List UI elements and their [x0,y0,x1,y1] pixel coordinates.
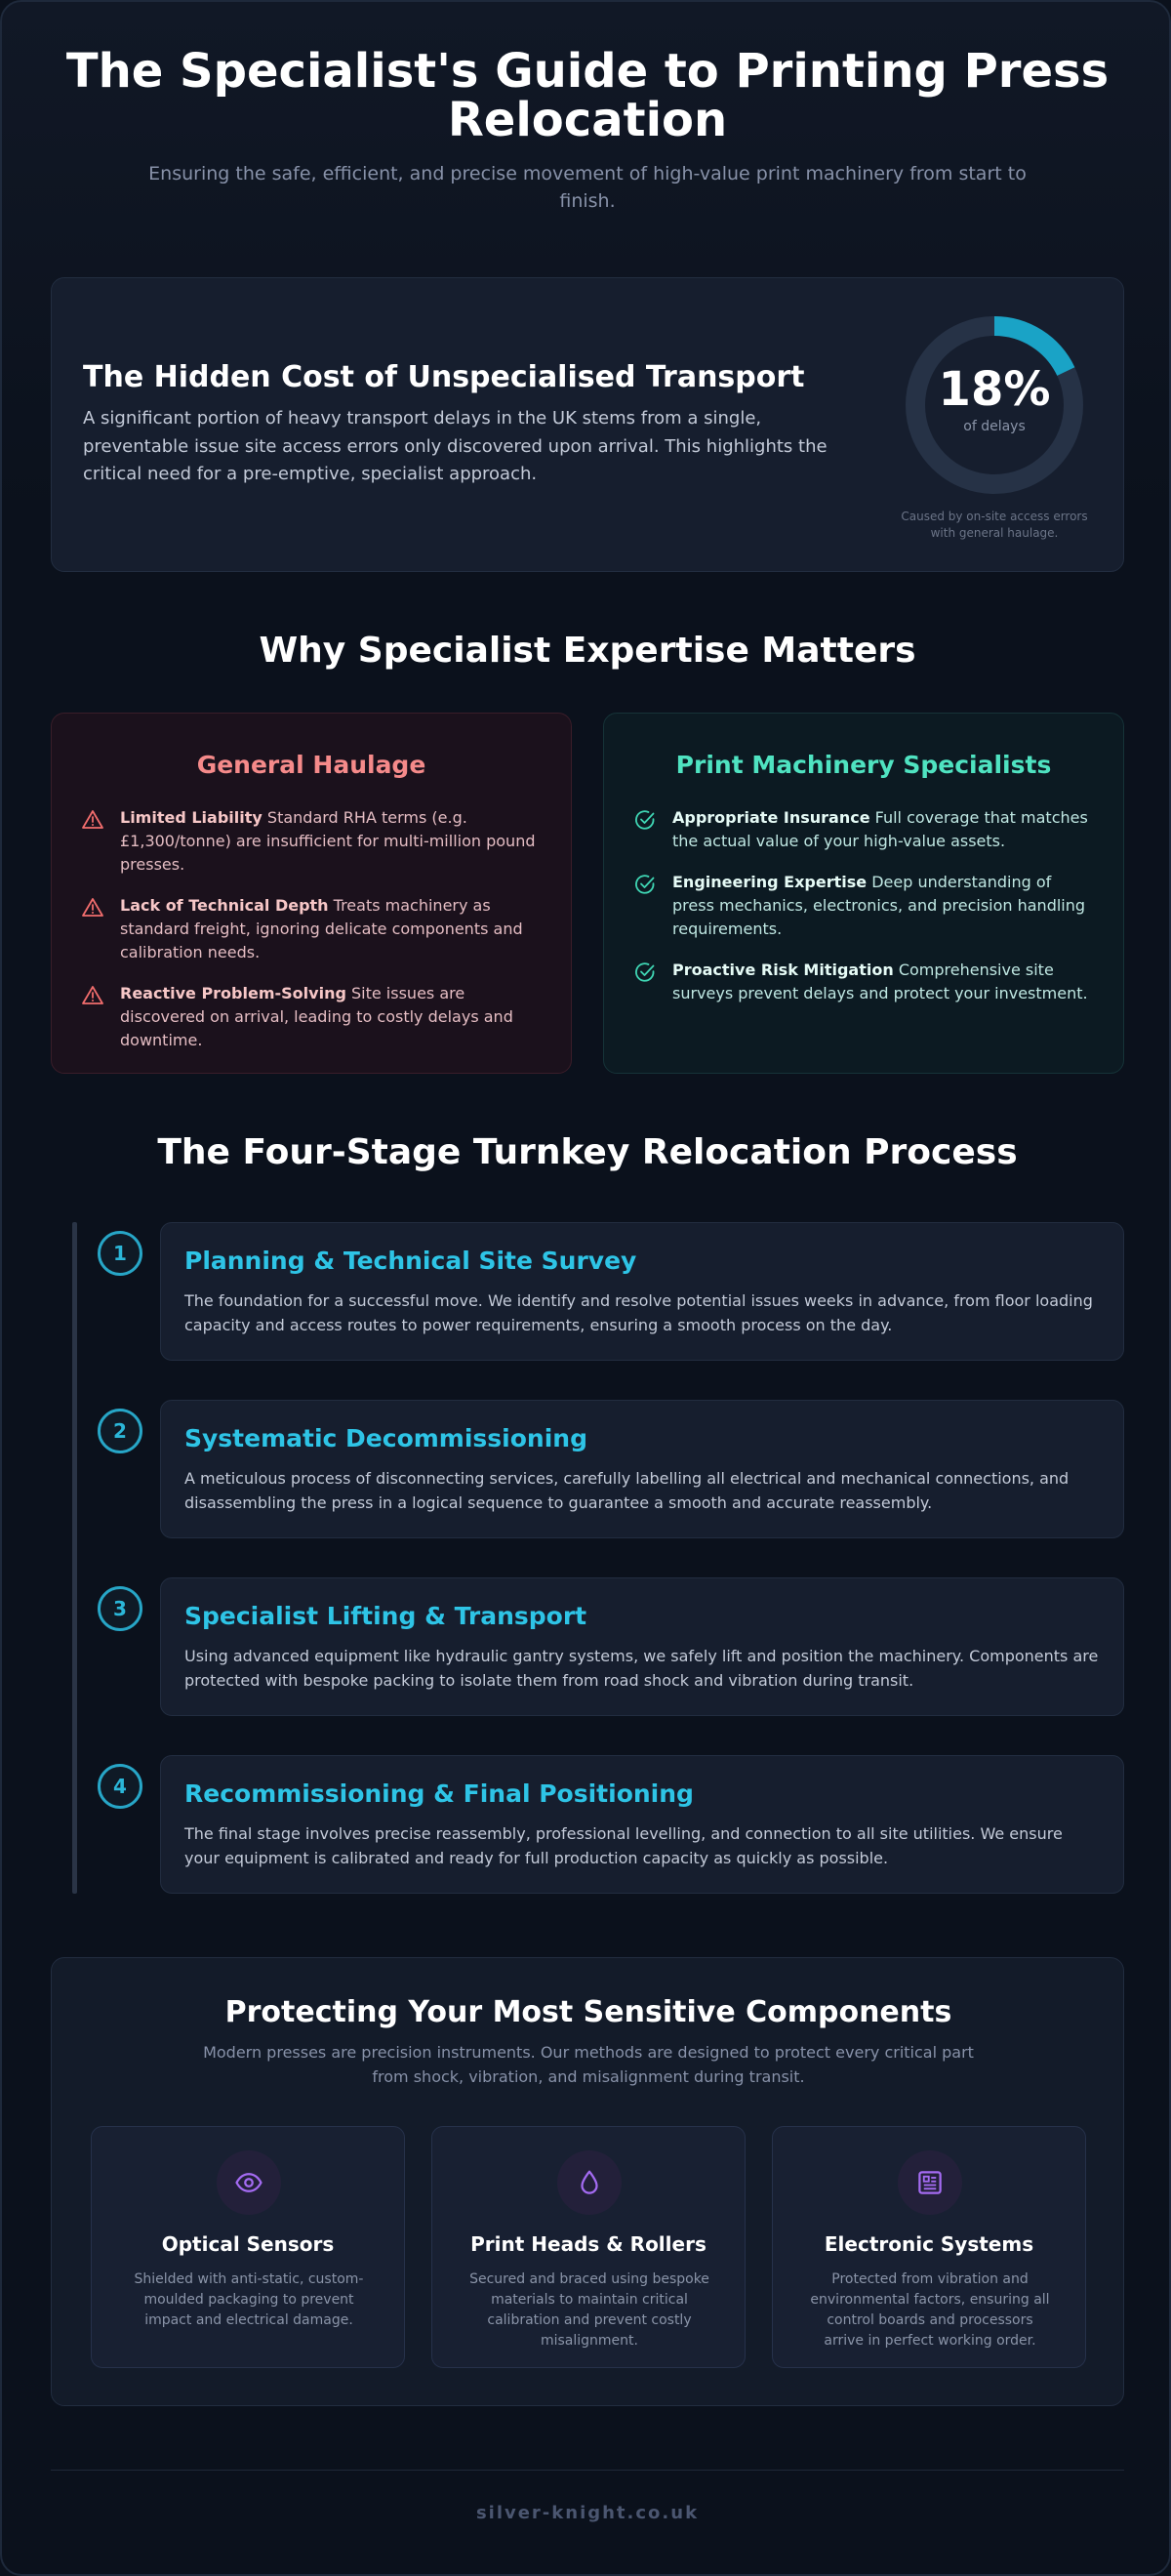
process-title: The Four-Stage Turnkey Relocation Proces… [157,1132,1018,1172]
specialist-card: Print Machinery Specialists Appropriate … [603,713,1124,1074]
donut-value: 18% [938,362,1051,417]
general-item-text: Treats machinery as standard freight, ig… [120,896,523,961]
general-item-text: Standard RHA terms (e.g. £1,300/tonne) a… [120,808,536,874]
specialist-item-title: Engineering Expertise [672,873,868,891]
component-text: Shielded with anti-static, custom-moulde… [134,2271,364,2328]
component-text: Secured and braced using bespoke materia… [469,2271,709,2349]
page-title: The Specialist's Guide to Printing Press… [65,44,1110,147]
step-number: 3 [98,1586,142,1631]
process-step-card: Specialist Lifting & Transport Using adv… [160,1577,1124,1716]
general-item: Lack of Technical Depth Treats machinery… [81,894,542,964]
step-number: 4 [98,1764,142,1809]
specialist-item: Appropriate Insurance Full coverage that… [633,806,1094,853]
step-title: Systematic Decommissioning [184,1424,587,1452]
step-text: A meticulous process of disconnecting se… [184,1469,1070,1512]
component-card-electronics: Electronic Systems Protected from vibrat… [772,2126,1086,2368]
specialist-item-text: Comprehensive site surveys prevent delay… [672,961,1088,1002]
general-item: Limited Liability Standard RHA terms (e.… [81,806,542,877]
component-card-optical: Optical Sensors Shielded with anti-stati… [91,2126,405,2368]
step-title: Specialist Lifting & Transport [184,1602,587,1630]
process-step-card: Systematic Decommissioning A meticulous … [160,1400,1124,1538]
specialist-item-text: Full coverage that matches the actual va… [672,808,1088,850]
donut-label: of delays [963,419,1026,434]
circuit-board-icon [898,2150,962,2215]
droplet-icon [557,2150,622,2215]
step-number: 2 [98,1409,142,1453]
step-text: The final stage involves precise reassem… [184,1824,1063,1867]
general-haulage-heading: General Haulage [196,751,426,779]
general-item-title: Lack of Technical Depth [120,896,329,915]
check-circle-icon [635,810,655,830]
step-text: Using advanced equipment like hydraulic … [184,1647,1099,1690]
specialist-item: Proactive Risk Mitigation Comprehensive … [633,959,1094,1005]
cost-card: The Hidden Cost of Unspecialised Transpo… [51,277,1124,572]
general-item: Reactive Problem-Solving Site issues are… [81,982,542,1052]
protect-card: Protecting Your Most Sensitive Component… [51,1957,1124,2406]
cost-text: A significant portion of heavy transport… [83,408,828,484]
general-item-text: Site issues are discovered on arrival, l… [120,984,513,1049]
footer-link[interactable]: silver-knight.co.uk [475,2503,700,2523]
protect-title: Protecting Your Most Sensitive Component… [224,1995,952,2029]
warning-icon [82,898,103,917]
protect-subtitle: Modern presses are precision instruments… [203,2043,974,2086]
component-text: Protected from vibration and environment… [810,2271,1050,2349]
check-circle-icon [635,875,655,894]
specialist-item: Engineering Expertise Deep understanding… [633,871,1094,941]
process-step-card: Recommissioning & Final Positioning The … [160,1755,1124,1894]
component-title: Electronic Systems [824,2232,1034,2256]
general-item-title: Limited Liability [120,808,262,827]
component-title: Print Heads & Rollers [470,2232,707,2256]
donut-svg [906,316,1083,494]
step-number: 1 [98,1231,142,1276]
component-title: Optical Sensors [161,2232,335,2256]
why-title: Why Specialist Expertise Matters [259,631,916,671]
component-card-print-heads: Print Heads & Rollers Secured and braced… [431,2126,746,2368]
donut-caption: Caused by on-site access errors with gen… [901,510,1088,540]
delay-donut-chart: 18% of delays [897,307,1092,503]
specialist-heading: Print Machinery Specialists [675,751,1052,779]
cost-title: The Hidden Cost of Unspecialised Transpo… [83,360,805,394]
eye-icon [217,2150,281,2215]
donut-arc [906,316,1083,494]
general-item-title: Reactive Problem-Solving [120,984,346,1002]
specialist-item-text: Deep understanding of press mechanics, e… [672,873,1086,938]
timeline-line [72,1222,77,1894]
process-step-card: Planning & Technical Site Survey The fou… [160,1222,1124,1361]
footer-divider [51,2470,1124,2471]
general-haulage-card: General Haulage Limited Liability Standa… [51,713,572,1074]
specialist-item-title: Proactive Risk Mitigation [672,961,894,979]
step-title: Recommissioning & Final Positioning [184,1779,694,1808]
page-subtitle: Ensuring the safe, efficient, and precis… [148,163,1027,212]
warning-icon [82,810,103,829]
specialist-item-title: Appropriate Insurance [672,808,870,827]
warning-icon [82,986,103,1004]
step-title: Planning & Technical Site Survey [184,1247,637,1275]
check-circle-icon [635,962,655,982]
step-text: The foundation for a successful move. We… [184,1291,1093,1334]
